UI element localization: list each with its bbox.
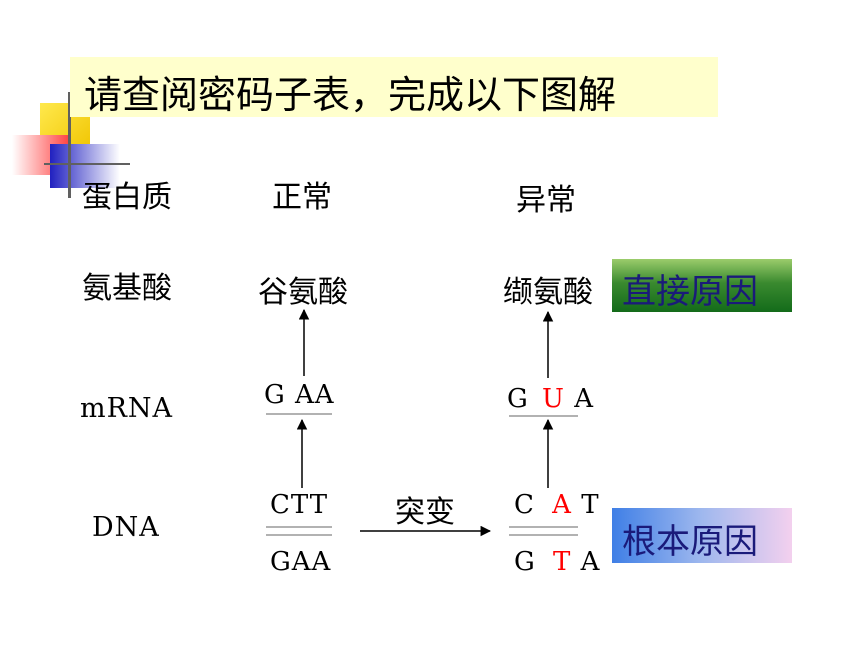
abnormal-dna-bottom-base-3: A	[580, 547, 601, 577]
direct-cause-box	[612, 259, 792, 312]
row-label-mrna: mRNA	[80, 393, 174, 424]
normal-dna-top: CTT	[270, 490, 329, 520]
abnormal-dna-bottom-base-2-mutated: T	[553, 547, 572, 577]
root-cause-label: 根本原因	[622, 522, 758, 562]
title-background	[70, 57, 718, 117]
normal-amino-acid: 谷氨酸	[258, 275, 348, 310]
row-label-protein: 蛋白质	[82, 180, 172, 215]
abnormal-mrna-base-3: A	[574, 384, 595, 414]
abnormal-dna-top-base-3: T	[581, 490, 600, 520]
abnormal-dna-top: C A T	[514, 490, 600, 520]
abnormal-mrna-base-1: G	[507, 384, 529, 414]
page-title: 请查阅密码子表，完成以下图解	[84, 73, 617, 117]
mutation-label: 突变	[395, 495, 455, 530]
normal-mrna: G AA	[264, 380, 335, 410]
row-label-dna: DNA	[92, 512, 160, 543]
direct-cause-label: 直接原因	[622, 272, 758, 312]
decor-vertical-line	[68, 92, 71, 198]
decor-blue-square	[50, 144, 120, 188]
abnormal-dna-top-base-1: C	[514, 490, 535, 520]
abnormal-mrna: G U A	[507, 384, 594, 414]
abnormal-amino-acid: 缬氨酸	[503, 275, 593, 310]
abnormal-dna-bottom: G T A	[514, 547, 600, 577]
normal-dna-bottom: GAA	[270, 547, 332, 577]
abnormal-dna-bottom-base-1: G	[514, 547, 536, 577]
column-header-normal: 正常	[272, 180, 332, 215]
abnormal-mrna-base-2-mutated: U	[542, 384, 565, 414]
abnormal-dna-top-base-2-mutated: A	[552, 490, 572, 520]
row-label-amino-acid: 氨基酸	[82, 271, 172, 306]
decor-horizontal-line	[44, 163, 130, 165]
column-header-abnormal: 异常	[516, 183, 576, 218]
root-cause-box	[612, 508, 792, 563]
